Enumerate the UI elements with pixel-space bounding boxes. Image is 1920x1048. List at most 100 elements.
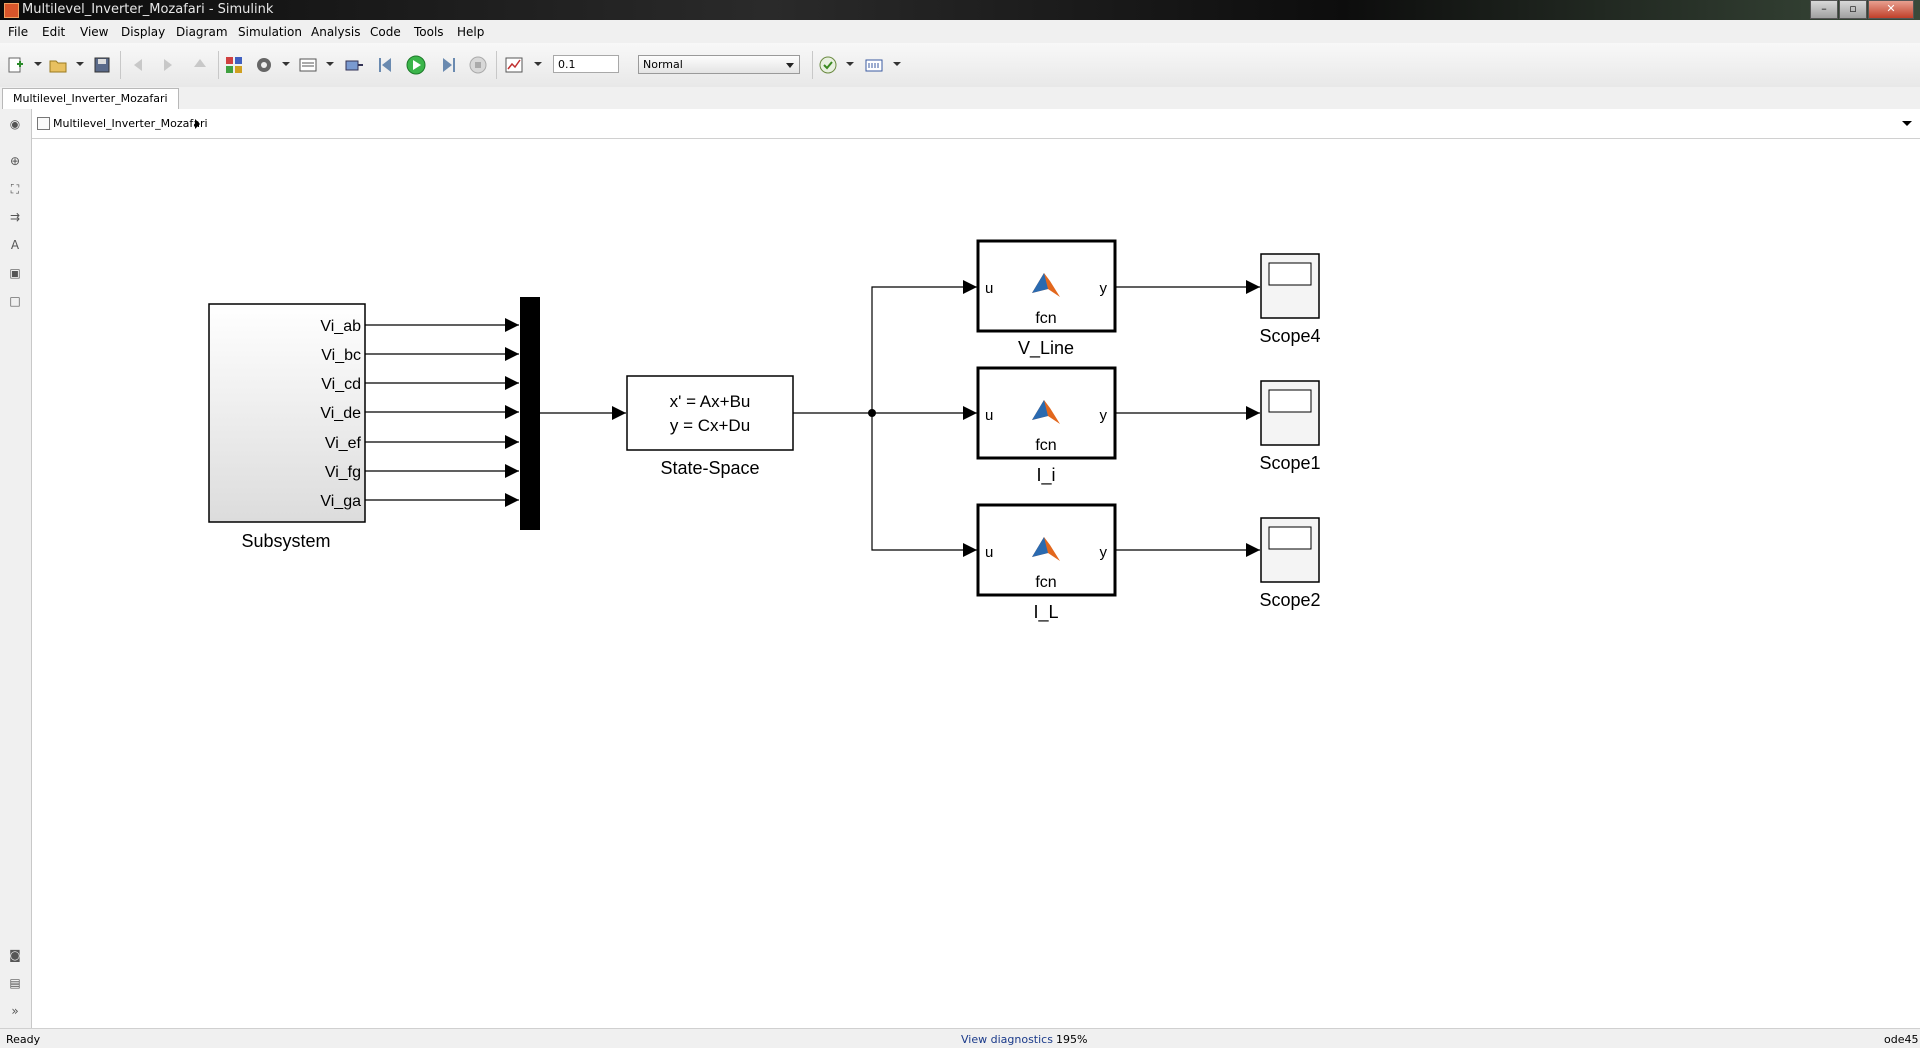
scope1-block[interactable] [1260,380,1320,446]
fcn-label: fcn [1035,437,1056,454]
zoom-icon[interactable]: ⊕ [9,154,21,168]
menu-tools[interactable]: Tools [414,25,444,39]
update-diagram-icon[interactable] [344,55,364,75]
settings-dropdown-icon[interactable] [282,62,290,66]
area-icon[interactable]: □ [9,294,21,308]
fcn-label: fcn [1035,310,1056,327]
menu-simulation[interactable]: Simulation [238,25,302,39]
new-model-icon[interactable] [6,55,26,75]
breadcrumb[interactable]: Multilevel_Inverter_Mozafari [53,117,208,130]
expand-icon[interactable]: » [11,1004,19,1018]
menu-bar: File Edit View Display Diagram Simulatio… [0,20,1920,43]
status-ready: Ready [6,1033,41,1046]
diagram-svg: Vi_ab Vi_bc Vi_cd Vi_de Vi_ef Vi_fg Vi_g… [208,239,1321,623]
subsystem-signal-lines[interactable] [365,318,519,507]
fcn-output-lines[interactable] [1115,280,1260,557]
fcn-block-i-l[interactable]: u y fcn [976,503,1117,597]
menu-edit[interactable]: Edit [42,25,66,39]
menu-analysis[interactable]: Analysis [311,25,361,39]
menu-file[interactable]: File [8,25,29,39]
matlab-logo-icon [1032,400,1060,424]
simulink-app-icon [4,3,19,18]
fit-to-view-icon[interactable]: ⛶ [10,182,20,196]
gear-icon[interactable] [254,55,274,75]
model-browser-icon[interactable]: ▤ [9,976,21,990]
hide-browser-icon[interactable]: ◉ [9,117,21,131]
open-folder-icon[interactable] [48,55,68,75]
screenshot-icon[interactable]: ◙ [9,948,21,962]
matlab-logo-icon [1032,273,1060,297]
address-dropdown-icon[interactable] [1902,121,1912,126]
build-model-icon[interactable] [864,55,884,75]
subsystem-port-vi-ef: Vi_ef [325,435,362,452]
menu-view[interactable]: View [80,25,109,39]
simulation-mode-select[interactable]: Normal [638,55,800,74]
fcn-block-i-i[interactable]: u y fcn [976,366,1117,460]
scope2-label: Scope2 [1259,590,1320,610]
model-advisor-icon[interactable] [818,55,838,75]
v-line-label: V_Line [1018,338,1074,359]
status-bar: Ready View diagnostics 195% ode45 [0,1028,1920,1048]
image-icon[interactable]: ▣ [9,266,21,280]
chevron-down-icon [786,63,794,68]
subsystem-port-vi-bc: Vi_bc [321,347,361,364]
new-dropdown-icon[interactable] [34,62,42,66]
address-bar: Multilevel_Inverter_Mozafari [32,109,1920,139]
zoom-level: 195% [1056,1033,1088,1046]
subsystem-port-vi-fg: Vi_fg [325,464,361,481]
inspector-dropdown-icon[interactable] [534,62,542,66]
toolbar [0,43,1920,88]
maximize-button[interactable]: ▫ [1839,0,1867,19]
subsystem-port-vi-de: Vi_de [320,405,361,422]
explorer-dropdown-icon[interactable] [326,62,334,66]
up-arrow-icon[interactable] [190,55,210,75]
menu-code[interactable]: Code [370,25,401,39]
view-diagnostics-link[interactable]: View diagnostics [961,1033,1053,1046]
subsystem-port-vi-ab: Vi_ab [320,318,361,335]
save-icon[interactable] [92,55,112,75]
advisor-dropdown-icon[interactable] [846,62,854,66]
minimize-button[interactable]: – [1810,0,1838,19]
run-icon[interactable] [406,55,426,75]
menu-diagram[interactable]: Diagram [176,25,228,39]
forward-arrow-icon[interactable] [158,55,178,75]
scope4-block[interactable] [1260,253,1320,319]
fcn-input-port: u [985,407,993,424]
subsystem-label: Subsystem [241,531,330,551]
state-space-equation-2: y = Cx+Du [670,416,750,435]
state-space-block[interactable]: x' = Ax+Bu y = Cx+Du [626,375,794,451]
library-browser-icon[interactable] [224,55,244,75]
menu-help[interactable]: Help [457,25,485,39]
mux-block[interactable] [520,297,540,530]
tab-model[interactable]: Multilevel_Inverter_Mozafari [2,88,179,109]
step-back-icon[interactable] [376,55,396,75]
stop-time-input[interactable]: 0.1 [553,55,619,73]
stop-icon[interactable] [468,55,488,75]
step-forward-icon[interactable] [438,55,458,75]
i-i-label: I_i [1036,465,1055,486]
model-explorer-icon[interactable] [298,55,318,75]
fcn-block-v-line[interactable]: u y fcn [976,239,1117,333]
annotation-icon[interactable]: A [10,238,20,252]
back-arrow-icon[interactable] [128,55,148,75]
branch-point [868,409,876,417]
breadcrumb-arrow-icon[interactable] [195,119,200,129]
scope2-block[interactable] [1260,517,1320,583]
solver-name[interactable]: ode45 [1884,1033,1919,1046]
route-lines-icon[interactable]: ⇉ [9,210,21,224]
close-button[interactable]: ✕ [1868,0,1914,19]
window-title: Multilevel_Inverter_Mozafari - Simulink [22,2,274,17]
matlab-logo-icon [1032,537,1060,561]
menu-display[interactable]: Display [121,25,166,39]
tab-strip: Multilevel_Inverter_Mozafari [0,87,1920,109]
fcn-input-port: u [985,544,993,561]
fcn-input-port: u [985,280,993,297]
open-dropdown-icon[interactable] [76,62,84,66]
model-canvas[interactable]: Vi_ab Vi_bc Vi_cd Vi_de Vi_ef Vi_fg Vi_g… [32,139,1920,1028]
i-l-label: I_L [1033,602,1058,623]
subsystem-block[interactable]: Vi_ab Vi_bc Vi_cd Vi_de Vi_ef Vi_fg Vi_g… [208,303,366,523]
model-icon [37,117,50,130]
state-space-branch-lines[interactable] [793,280,977,557]
data-inspector-icon[interactable] [504,55,524,75]
build-dropdown-icon[interactable] [893,62,901,66]
